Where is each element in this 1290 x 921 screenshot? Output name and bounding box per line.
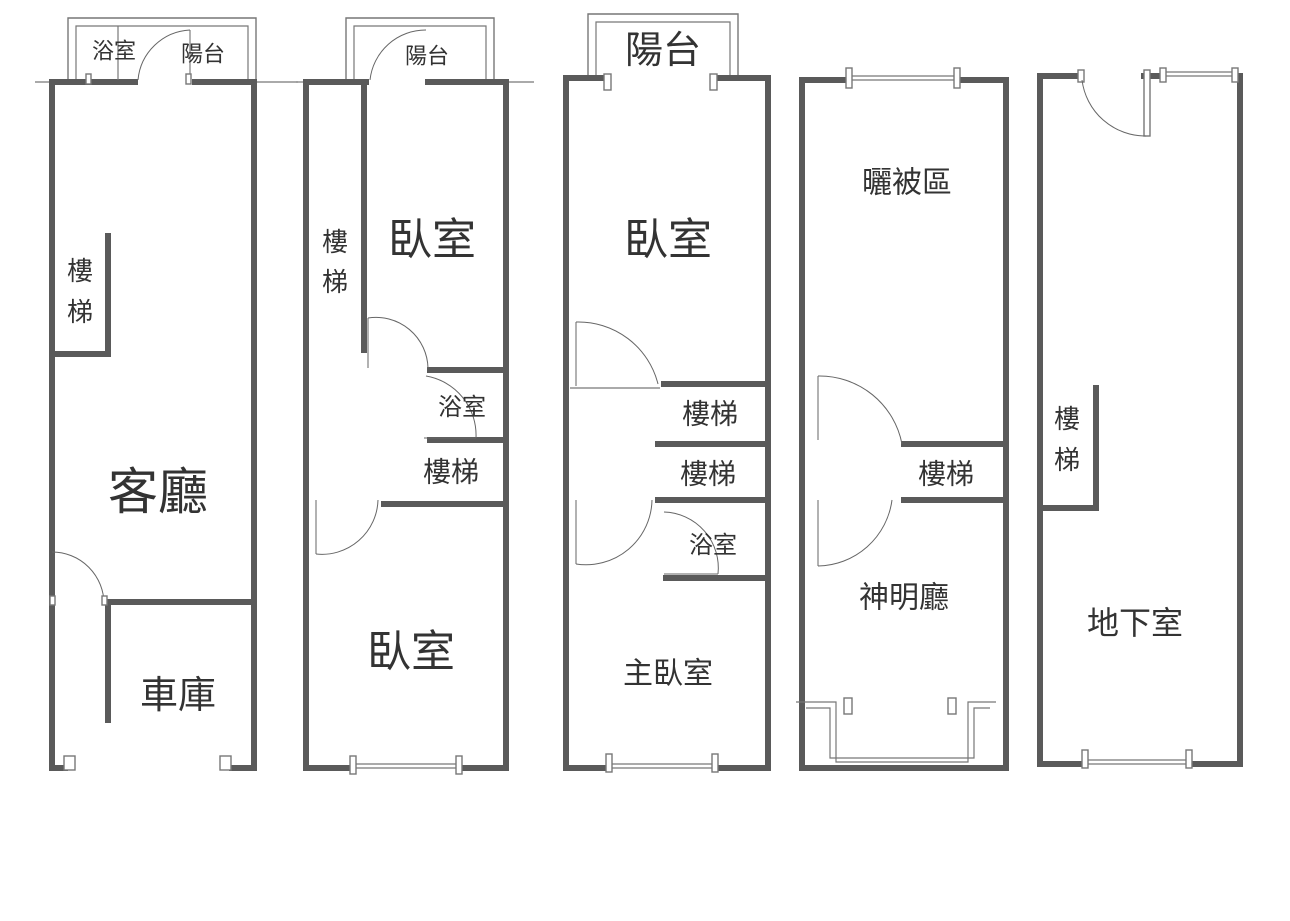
- floor-5-wall-left: [1037, 73, 1087, 767]
- floor-4-stairs-label: 樓梯: [918, 458, 974, 491]
- floor-2-wall-right: [459, 79, 509, 771]
- floor-1-living-room-label: 客廳: [108, 463, 208, 521]
- floor-1-wall-right: [229, 79, 257, 771]
- floor-3-post-top-left: [603, 73, 612, 91]
- floor-2-bedroom-door-arc: [367, 316, 429, 369]
- floor-5-bottom-post-left: [1081, 749, 1089, 769]
- floor-5-window-post-right: [1231, 67, 1239, 83]
- floor-5-basement-label: 地下室: [1087, 604, 1183, 642]
- floor-3-wall-right: [713, 77, 771, 771]
- floor-2-balcony-label: 陽台: [405, 45, 449, 70]
- floor-1-garage-wall: [105, 599, 257, 723]
- floor-3-master-bedroom-label: 主臥室: [623, 657, 713, 692]
- floor-1-door-jamb-left: [49, 595, 56, 606]
- floor-3-stairs-2-label: 樓梯: [680, 458, 736, 491]
- floor-4-window-post-right: [953, 67, 961, 89]
- floor-4-alcove-inner: [806, 707, 990, 759]
- floor-4-shrine-door-arc: [817, 499, 893, 567]
- floor-5-plan: 樓 梯 地下室: [1037, 67, 1243, 769]
- floor-3-plan: 陽台 臥室 樓梯 樓梯 浴室 主臥室: [563, 13, 771, 773]
- floor-1-wall-left: [49, 79, 68, 771]
- floor-1-balcony-inner-frame: [75, 25, 249, 80]
- floor-5-wall-right: [1189, 73, 1243, 767]
- floor-3-post-top-right: [709, 73, 718, 91]
- floor-5-bottom-post-right: [1185, 749, 1193, 769]
- floor-5-window-post-left: [1159, 67, 1167, 83]
- floor-1-plan: 浴室 陽台 樓 梯 客廳 車庫: [35, 17, 298, 771]
- floor-3-bathroom-label: 浴室: [689, 531, 737, 559]
- floor-2-bedroom-top-label: 臥室: [388, 215, 476, 266]
- floor-2-lower-door-arc: [315, 499, 379, 555]
- floor-4-window-post-left: [845, 67, 853, 89]
- floor-2-stairs-label-bottom: 梯: [322, 268, 348, 298]
- floor-2-wall-left: [303, 79, 355, 771]
- floor-5-door-post-left: [1077, 69, 1085, 83]
- floor-1-door-jamb-right: [101, 595, 108, 606]
- floor-3-master-door-arc: [575, 499, 653, 566]
- floor-1-stairs-wall: [49, 233, 111, 357]
- floor-2-bath-door-arc: [425, 375, 477, 439]
- floor-1-stairs-label-top: 樓: [67, 257, 93, 287]
- floor-2-plan: 陽台 樓 梯 臥室 浴室 樓梯 臥室: [296, 17, 534, 775]
- floor-3-window-post-left: [605, 753, 613, 773]
- floor-5-door-arc: [1081, 79, 1147, 137]
- floor-3-stairs-1-label: 樓梯: [682, 398, 738, 431]
- floor-1-bathroom-label: 浴室: [92, 40, 136, 65]
- floor-3-bath-door-arc: [663, 511, 719, 575]
- floor-1-balcony-frame: [67, 17, 257, 80]
- floor-1-balcony-label: 陽台: [181, 43, 225, 68]
- floor-2-balcony-door-arc: [369, 29, 427, 81]
- floor-4-outer-wall: [799, 77, 1009, 771]
- floor-3-balcony-frame: [587, 13, 739, 76]
- floor-2-bathroom-label: 浴室: [438, 393, 486, 421]
- floor-3-window-post-right: [711, 753, 719, 773]
- floor-5-door-post-right: [1143, 69, 1151, 137]
- floor-3-balcony-label: 陽台: [625, 28, 701, 72]
- floor-1-balcony-door-arc: [137, 29, 191, 81]
- floor-2-window-post-right: [455, 755, 463, 775]
- floor-1-post-left: [63, 755, 76, 771]
- floor-3-balcony-inner-frame: [595, 21, 731, 76]
- floor-2-bedroom-bottom-label: 臥室: [367, 627, 455, 678]
- floor-2-stairs-mid-label: 樓梯: [423, 456, 479, 489]
- floor-4-drying-door-arc: [817, 375, 903, 445]
- floor-1-jamb-top-right: [185, 73, 192, 85]
- floor-2-balcony-frame: [345, 17, 495, 80]
- floor-1-jamb-top-left: [85, 73, 92, 85]
- floor-2-balcony-inner-frame: [353, 25, 487, 80]
- floor-2-window-post-left: [349, 755, 357, 775]
- floor-3-wall-left: [563, 77, 609, 771]
- floor-1-garage-label: 車庫: [140, 673, 216, 717]
- floor-4-alcove-outer: [796, 701, 996, 763]
- floor-2-stairs-label-top: 樓: [322, 228, 348, 258]
- floor-4-shrine-hall-label: 神明廳: [859, 581, 949, 616]
- floor-1-stairs-label-bottom: 梯: [67, 298, 93, 328]
- floor-4-drying-area-label: 曬被區: [862, 166, 952, 201]
- floor-5-stairs-label-top: 樓: [1054, 405, 1080, 435]
- floor-4-plan: 曬被區 樓梯 神明廳: [796, 67, 1009, 771]
- floor-5-stairs-label-bottom: 梯: [1054, 446, 1080, 476]
- floor-1-garage-door-arc: [51, 551, 105, 605]
- floor-1-post-right: [219, 755, 232, 771]
- floor-5-stairs-wall: [1037, 385, 1099, 511]
- floor-4-alcove-post-right: [947, 697, 957, 715]
- floor-3-bedroom-door-arc: [575, 321, 659, 385]
- floor-4-alcove-post-left: [843, 697, 853, 715]
- floor-3-bedroom-label: 臥室: [624, 215, 712, 266]
